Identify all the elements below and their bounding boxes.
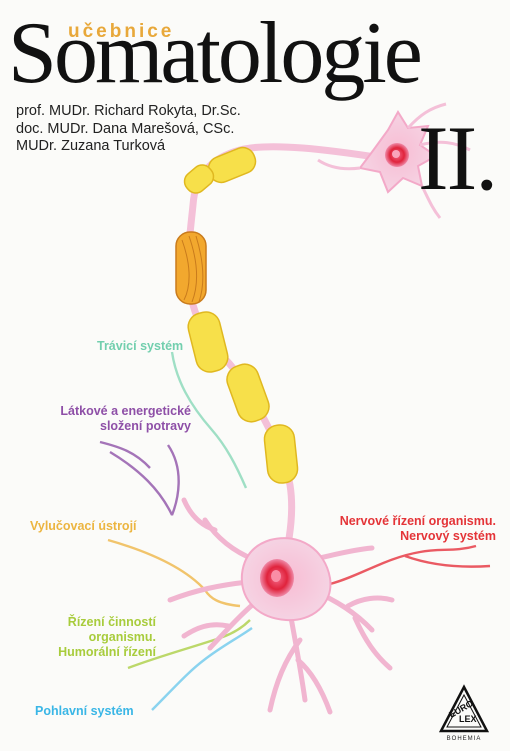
logo-word-2: LEX: [459, 714, 477, 724]
author-1: prof. MUDr. Richard Rokyta, Dr.Sc.: [16, 103, 241, 119]
dendrite-vylucovaci: [107, 538, 241, 608]
label-rizeni-line3: Humorální řízení: [58, 645, 156, 659]
label-nervove-line1: Nervové řízení organismu.: [339, 514, 496, 528]
upper-neuron: [317, 102, 471, 219]
label-vylucovaci: Vylučovací ústrojí: [30, 519, 137, 533]
logo-subtitle: BOHEMIA: [446, 736, 482, 742]
author-2: doc. MUDr. Dana Marešová, CSc.: [16, 120, 235, 137]
label-latkove-line1: Látkové a energetické: [60, 404, 191, 418]
book-title: Somatologie: [8, 5, 423, 102]
eurolex-logo: EURO LEX BOHEMIA: [438, 684, 490, 744]
label-rizeni-line2: organismu.: [88, 630, 156, 644]
dendrite-nervove: [329, 544, 491, 586]
label-rizeni-line1: Řízení činností: [67, 615, 156, 629]
myelin-sheath: [175, 146, 299, 484]
lower-neuron: [240, 537, 332, 622]
label-rizeni: Řízení činností organismu. Humorální říz…: [26, 615, 156, 660]
publisher-logo-icon: [438, 684, 490, 733]
author-list: prof. MUDr. Richard Rokyta, Dr.Sc. doc. …: [16, 103, 241, 156]
label-nervove: Nervové řízení organismu. Nervový systém: [326, 514, 496, 544]
dendrite-travici: [170, 351, 248, 489]
myelin-stripes: [181, 235, 204, 303]
cover-kicker: učebnice: [68, 21, 175, 42]
dendrite-latkove: [99, 440, 180, 516]
label-latkove-line2: složení potravy: [100, 419, 191, 433]
label-travici: Trávicí systém: [97, 339, 184, 353]
label-latkove: Látkové a energetické složení potravy: [17, 404, 191, 434]
volume-number: II.: [418, 107, 498, 209]
label-nervove-line2: Nervový systém: [400, 529, 496, 543]
dendrite-pohlavni: [151, 627, 253, 711]
author-3: MUDr. Zuzana Turková: [16, 138, 166, 154]
label-pohlavni: Pohlavní systém: [35, 704, 134, 718]
